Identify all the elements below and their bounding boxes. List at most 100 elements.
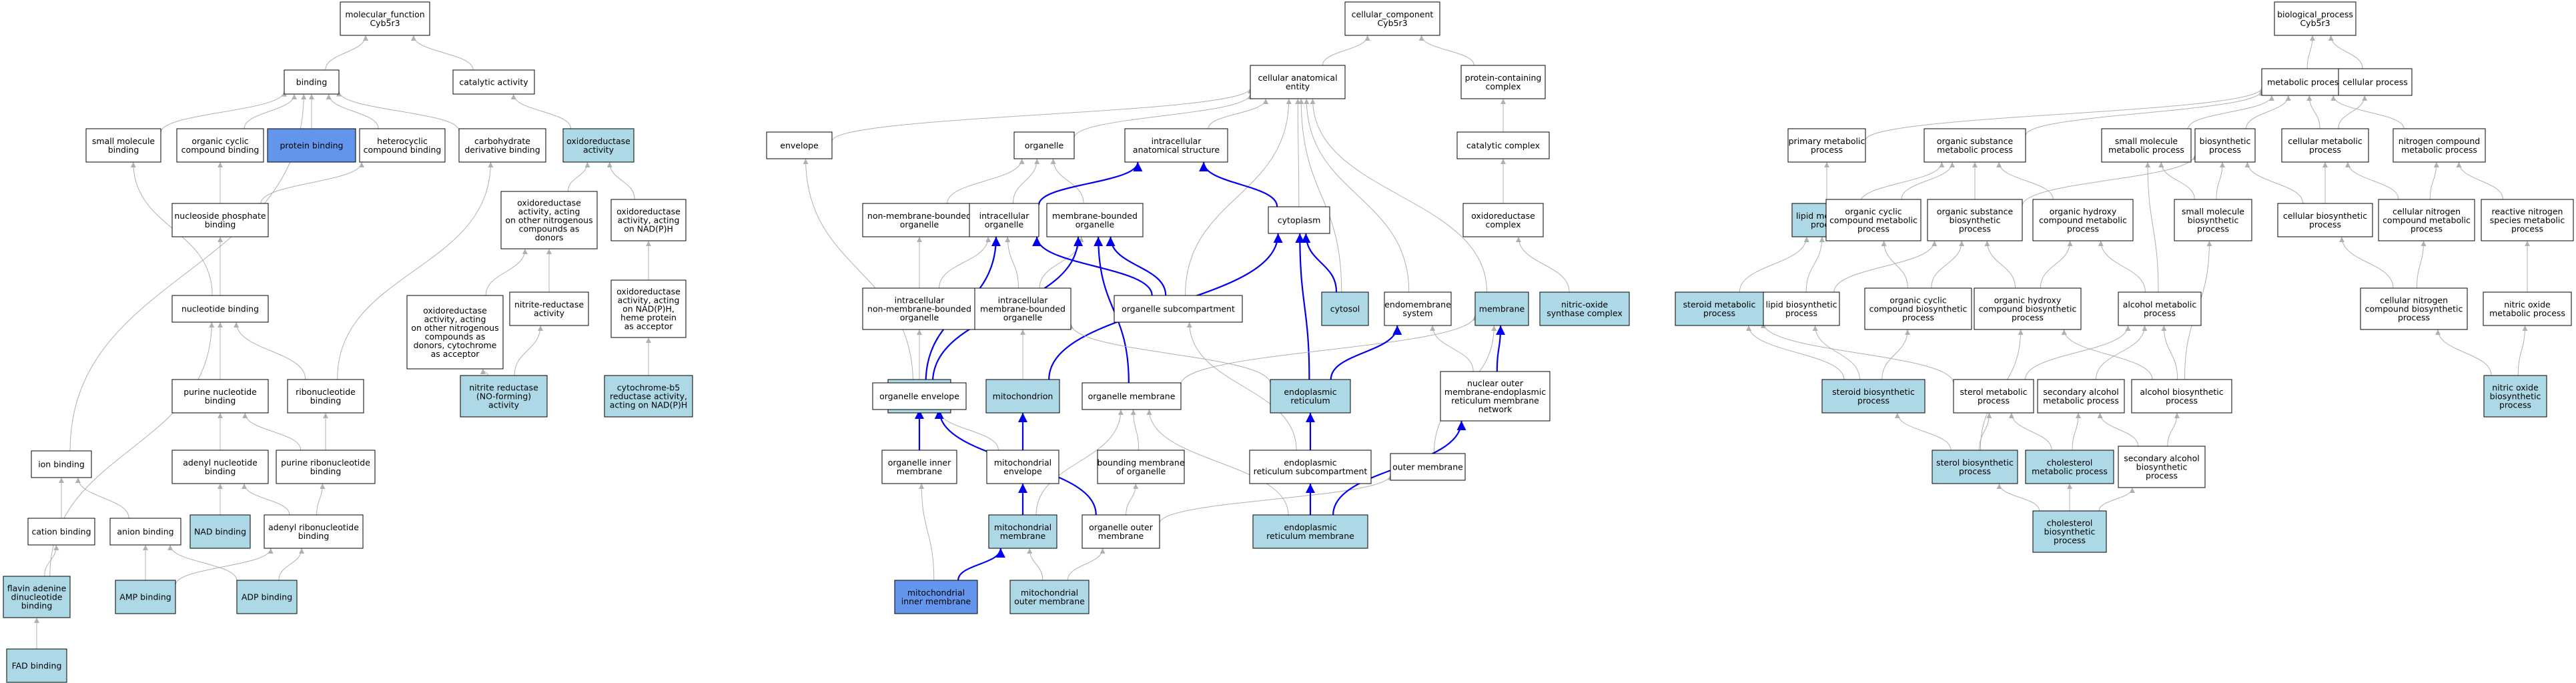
- node-box[interactable]: [1456, 131, 1550, 159]
- node-box[interactable]: [2281, 128, 2369, 163]
- node-box[interactable]: [27, 518, 95, 546]
- node-adp[interactable]: ADP binding: [236, 580, 298, 614]
- node-box[interactable]: [2481, 199, 2574, 241]
- node-box[interactable]: [276, 450, 376, 484]
- node-box[interactable]: [1390, 453, 1466, 481]
- node-box[interactable]: [1440, 371, 1551, 422]
- node-box[interactable]: [109, 518, 181, 546]
- node-organelle[interactable]: organelle: [1013, 131, 1075, 159]
- node-box[interactable]: [766, 131, 833, 159]
- node-box[interactable]: [2118, 291, 2202, 326]
- node-nr_no[interactable]: nitrite reductase(NO-forming)activity: [460, 375, 548, 418]
- node-box[interactable]: [1252, 514, 1368, 549]
- node-box[interactable]: [1825, 199, 1921, 241]
- node-box[interactable]: [500, 191, 598, 249]
- node-box[interactable]: [1460, 65, 1546, 99]
- node-box[interactable]: [171, 450, 269, 484]
- node-amp[interactable]: AMP binding: [115, 580, 176, 614]
- node-box[interactable]: [171, 295, 269, 323]
- node-box[interactable]: [1250, 65, 1346, 99]
- node-cytoplasm[interactable]: cytoplasm: [1268, 206, 1330, 234]
- node-box[interactable]: [610, 279, 687, 338]
- node-box[interactable]: [1046, 203, 1144, 237]
- node-cation[interactable]: cation binding: [27, 518, 95, 546]
- node-cytosol[interactable]: cytosol: [1321, 291, 1369, 326]
- node-box[interactable]: [458, 128, 546, 163]
- node-box[interactable]: [2338, 68, 2413, 96]
- node-box[interactable]: [1923, 128, 2026, 163]
- node-box[interactable]: [1097, 450, 1185, 484]
- node-catcx[interactable]: catalytic complex: [1456, 131, 1550, 159]
- node-box[interactable]: [115, 580, 176, 614]
- node-box[interactable]: [1462, 203, 1544, 237]
- node-box[interactable]: [2393, 128, 2486, 163]
- node-box[interactable]: [2194, 128, 2256, 163]
- node-box[interactable]: [974, 287, 1071, 330]
- node-box[interactable]: [1082, 382, 1182, 410]
- node-box[interactable]: [2118, 446, 2206, 488]
- node-box[interactable]: [2174, 199, 2252, 241]
- node-box[interactable]: [610, 199, 687, 241]
- node-box[interactable]: [1787, 128, 1866, 163]
- node-box[interactable]: [1009, 580, 1090, 614]
- node-box[interactable]: [894, 580, 978, 614]
- node-box[interactable]: [452, 69, 535, 95]
- node-box[interactable]: [1821, 379, 1925, 414]
- node-box[interactable]: [2378, 199, 2475, 241]
- node-box[interactable]: [862, 203, 977, 237]
- node-box[interactable]: [460, 375, 548, 418]
- node-box[interactable]: [1927, 199, 2023, 241]
- node-box[interactable]: [3, 576, 71, 618]
- node-box[interactable]: [189, 514, 251, 549]
- node-envelope[interactable]: envelope: [766, 131, 833, 159]
- node-ntb[interactable]: nucleotide binding: [171, 295, 269, 323]
- node-pb[interactable]: protein binding: [267, 128, 356, 163]
- node-box[interactable]: [2037, 379, 2125, 414]
- node-box[interactable]: [2025, 450, 2114, 484]
- node-catalytic[interactable]: catalytic activity: [452, 69, 535, 95]
- node-box[interactable]: [1474, 291, 1529, 326]
